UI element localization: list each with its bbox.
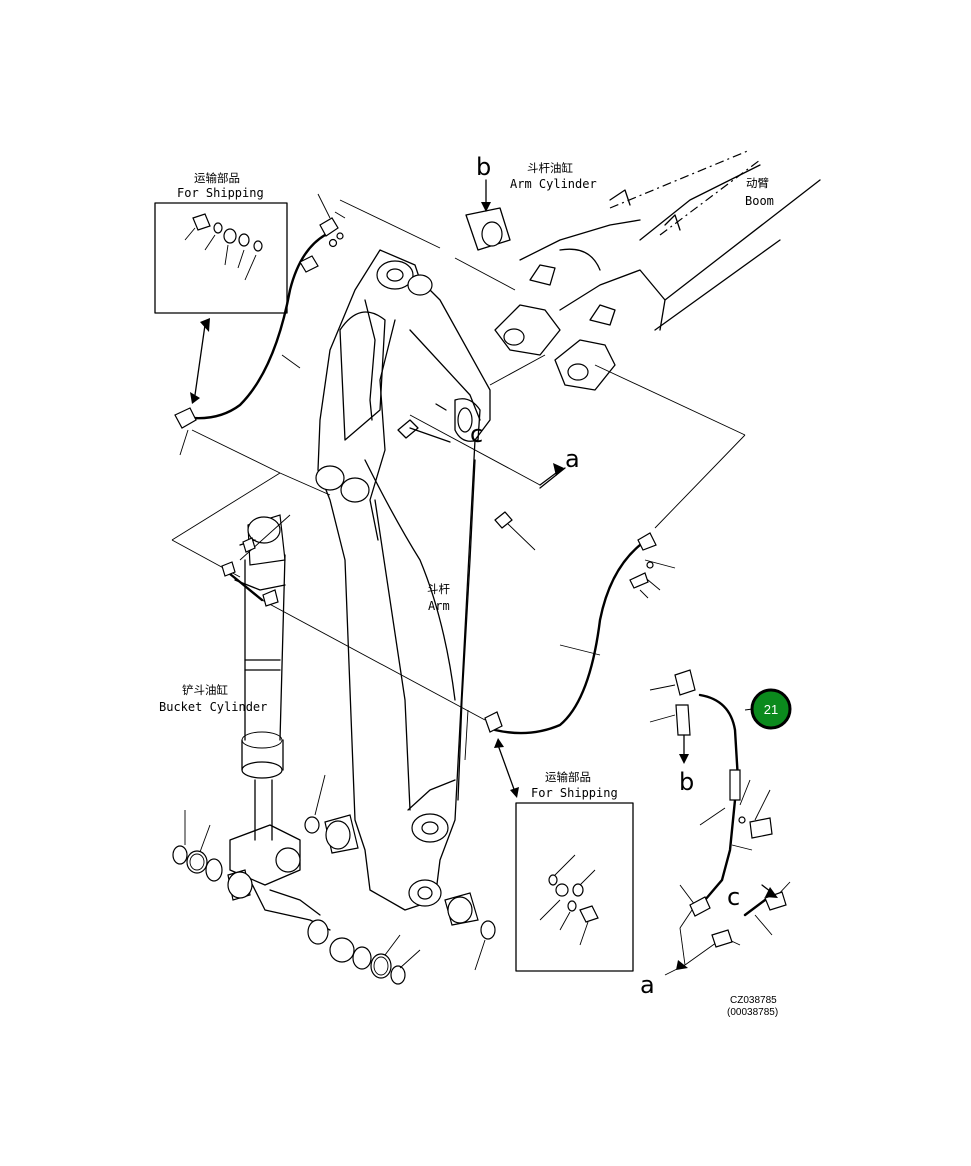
arm-cylinder-label-en: Arm Cylinder <box>510 177 597 191</box>
shipping-top-label-cn: 运输部品 <box>194 171 240 185</box>
arm-cylinder-bushing <box>465 179 511 251</box>
arrow-a-detail <box>676 960 688 970</box>
pins-and-bushings <box>172 774 496 985</box>
hose-fittings <box>174 217 787 948</box>
view-marker-b-detail: b <box>679 768 694 796</box>
leader-lines <box>171 193 791 976</box>
arm-fittings <box>397 403 564 551</box>
arm-label-en: Arm <box>428 599 450 613</box>
shipping-bottom-label-en: For Shipping <box>531 786 618 800</box>
drawing-code-line2: (00038785) <box>727 1007 778 1018</box>
arm-outline <box>315 249 491 911</box>
shipping-box-top <box>154 202 288 314</box>
arm-cylinder-label-cn: 斗杆油缸 <box>527 161 573 175</box>
hydraulic-hoses <box>190 233 767 917</box>
view-marker-b-top: b <box>476 153 491 181</box>
shipping-top-label-en: For Shipping <box>177 186 264 200</box>
boom-label-cn: 动臂 <box>746 176 769 190</box>
view-marker-c-detail: c <box>727 883 740 911</box>
shipping-box-top-arrow <box>190 318 210 404</box>
view-marker-a-detail: a <box>640 971 655 999</box>
bucket-cylinder-label-en: Bucket Cylinder <box>159 700 267 714</box>
view-marker-c-mid: c <box>470 420 483 448</box>
shipping-box-bottom-arrow <box>494 738 519 798</box>
arm-label-cn: 斗杆 <box>427 582 450 596</box>
callout-21-badge[interactable]: 21 <box>750 688 792 730</box>
arrow-a-mid <box>539 467 566 489</box>
callout-number[interactable]: 21 <box>764 702 778 717</box>
boom-label-en: Boom <box>745 194 774 208</box>
view-marker-a-mid: a <box>565 445 580 473</box>
callout-circle[interactable] <box>750 688 792 730</box>
shipping-bottom-label-cn: 运输部品 <box>545 770 591 784</box>
drawing-code-line1: CZ038785 <box>730 995 777 1006</box>
shipping-box-bottom <box>515 802 634 972</box>
boom-outline <box>494 149 821 391</box>
bucket-cylinder-label-cn: 铲斗油缸 <box>182 683 228 697</box>
